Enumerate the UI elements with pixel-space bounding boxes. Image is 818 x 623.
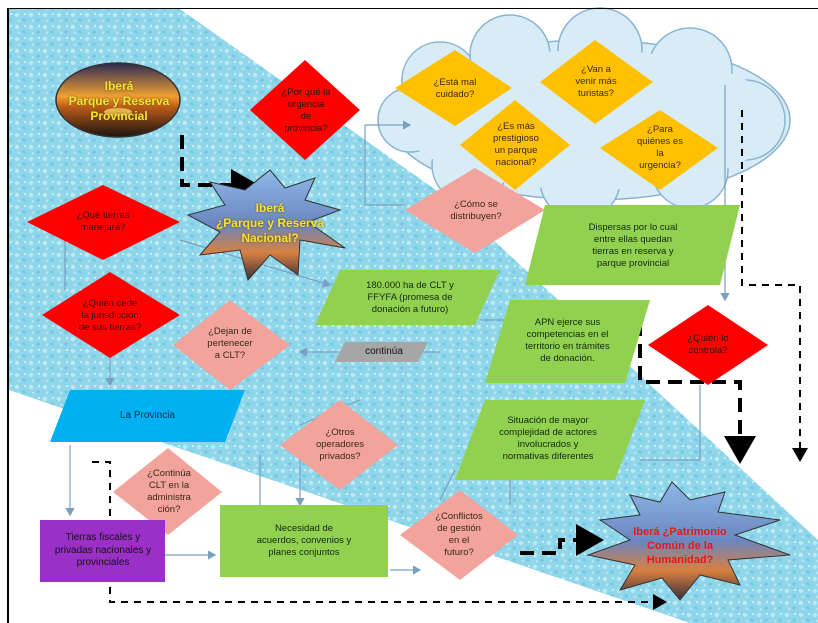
red-diamond-quien-controla xyxy=(648,305,768,385)
red-diamond-que-tierras xyxy=(27,185,180,260)
pink-label-dejan: ¿Dejan de pertenecer a CLT? xyxy=(207,326,253,361)
thin-dashed-arrows xyxy=(92,110,808,610)
pink-diamond-continua xyxy=(113,448,222,535)
yellow-label-turistas: ¿Van a venir más turistas? xyxy=(575,64,617,99)
pink-label-conflictos: ¿Conflictos de gestión en el futuro? xyxy=(435,511,483,558)
red-diamond-porque xyxy=(250,60,360,160)
pink-diamond-otros xyxy=(280,400,398,490)
pink-diamond-como xyxy=(405,168,545,253)
grey-label-continua: continúa xyxy=(365,345,403,357)
yellow-label-prestigioso: ¿Es más prestigioso un parque nacional? xyxy=(493,121,539,168)
red-diamond-quien-cede xyxy=(42,272,180,358)
yellow-diamond-urgencia xyxy=(600,110,718,190)
thick-dashed-arrows xyxy=(180,135,756,556)
green-label-situacion: Situación de mayor complejidad de actore… xyxy=(499,415,597,462)
yellow-diamond-prestigioso xyxy=(460,100,570,190)
top-border xyxy=(7,8,818,9)
purple-label-tierras: Tierras fiscales y privadas nacionales y… xyxy=(54,532,152,569)
yellow-label-urgencia: ¿Para quiénes es la urgencia? xyxy=(637,124,683,171)
sunset-oval xyxy=(55,62,181,138)
green-label-necesidad: Necesidad de acuerdos, convenios y plane… xyxy=(256,523,352,558)
green-label-apn: APN ejerce sus competencias en el territ… xyxy=(525,317,610,364)
blue-para-provincia xyxy=(50,390,245,442)
red-label-que-tierras: ¿Qué tierras manejará? xyxy=(76,210,130,233)
green-label-dispersas: Dispersas por lo cual entre ellas quedan… xyxy=(588,222,678,269)
pink-diamond-conflictos xyxy=(400,490,518,580)
green-box-necesidad xyxy=(220,505,388,577)
red-label-quien-controla: ¿Quién lo controla? xyxy=(687,333,729,356)
yellow-diamond-mal-cuidado xyxy=(395,50,512,126)
star-top xyxy=(186,169,346,282)
grey-para-continua xyxy=(335,342,428,362)
green-para-dispersas xyxy=(525,205,740,285)
yellow-label-mal-cuidado: ¿Está mal cuidado? xyxy=(433,77,477,100)
star-bottom-label: Iberá ¿Patrimonio Común de la Humanidad? xyxy=(633,526,727,566)
green-label-ha-clt: 180.000 ha de CLT y FFYFA (promesa de do… xyxy=(366,280,454,315)
star-top-label: Iberá ¿Parque y Reserva Nacional? xyxy=(215,200,325,245)
left-border xyxy=(7,8,9,623)
yellow-diamond-turistas xyxy=(540,40,653,124)
pink-label-otros: ¿Otros operadores privados? xyxy=(315,427,365,462)
green-para-ha-clt xyxy=(315,270,500,325)
star-bottom xyxy=(586,481,791,601)
pink-diamond-dejan xyxy=(173,300,290,390)
red-label-quien-cede: ¿Quién cede la jurisdicción de sus tierr… xyxy=(78,298,142,333)
green-para-situacion xyxy=(455,400,645,480)
red-label-porque: ¿Por qué la urgencia de provincia? xyxy=(281,87,331,134)
pink-label-continua: ¿Continúa CLT en la administra ción? xyxy=(147,468,191,515)
purple-box-tierras xyxy=(40,520,165,582)
green-para-apn xyxy=(485,300,650,383)
pink-label-como: ¿Cómo se distribuyen? xyxy=(450,199,502,222)
blue-label-provincia: La Provincia xyxy=(119,409,176,421)
oval-label: Iberá Parque y Reserva Provincial xyxy=(68,78,170,123)
